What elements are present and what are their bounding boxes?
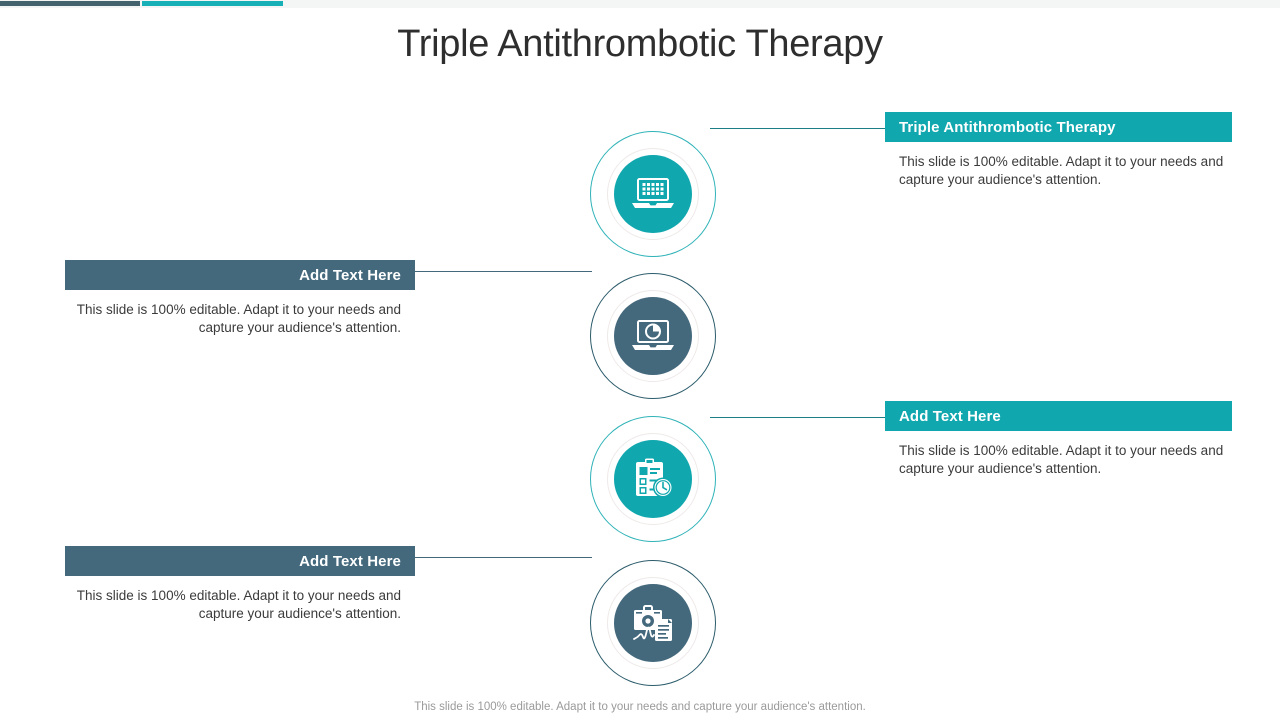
- circle-node-3[interactable]: $: [590, 416, 716, 542]
- card-heading-4: Add Text Here: [65, 546, 415, 576]
- laptop-pie-chart-icon: [630, 317, 676, 355]
- briefcase-gear-document-icon: [630, 602, 676, 644]
- top-accent-bar: [0, 0, 1280, 8]
- card-heading-2: Add Text Here: [65, 260, 415, 290]
- text-card-1[interactable]: Triple Antithrombotic Therapy This slide…: [885, 112, 1232, 190]
- circle-disc-1: [614, 155, 692, 233]
- circle-node-2[interactable]: [590, 273, 716, 399]
- laptop-data-icon: [630, 175, 676, 213]
- connector-line-3: [710, 417, 885, 418]
- connector-line-4: [415, 557, 592, 558]
- card-heading-1: Triple Antithrombotic Therapy: [885, 112, 1232, 142]
- footer-note: This slide is 100% editable. Adapt it to…: [414, 701, 866, 713]
- circle-node-1[interactable]: [590, 131, 716, 257]
- card-body-2: This slide is 100% editable. Adapt it to…: [76, 302, 401, 336]
- circle-disc-2: [614, 297, 692, 375]
- card-body-1: This slide is 100% editable. Adapt it to…: [899, 154, 1224, 188]
- text-card-4[interactable]: Add Text Here This slide is 100% editabl…: [65, 546, 415, 624]
- svg-text:$: $: [641, 468, 646, 476]
- page-title: Triple Antithrombotic Therapy: [397, 23, 883, 65]
- connector-line-1: [710, 128, 885, 129]
- accent-segment-slate: [0, 1, 140, 6]
- card-body-3: This slide is 100% editable. Adapt it to…: [899, 443, 1224, 477]
- clipboard-clock-icon: $: [630, 457, 676, 501]
- text-card-2[interactable]: Add Text Here This slide is 100% editabl…: [65, 260, 415, 338]
- circle-disc-3: $: [614, 440, 692, 518]
- accent-segment-teal: [142, 1, 283, 6]
- circle-disc-4: [614, 584, 692, 662]
- card-heading-3: Add Text Here: [885, 401, 1232, 431]
- text-card-3[interactable]: Add Text Here This slide is 100% editabl…: [885, 401, 1232, 479]
- card-body-4: This slide is 100% editable. Adapt it to…: [76, 588, 401, 622]
- connector-line-2: [415, 271, 592, 272]
- circle-node-4[interactable]: [590, 560, 716, 686]
